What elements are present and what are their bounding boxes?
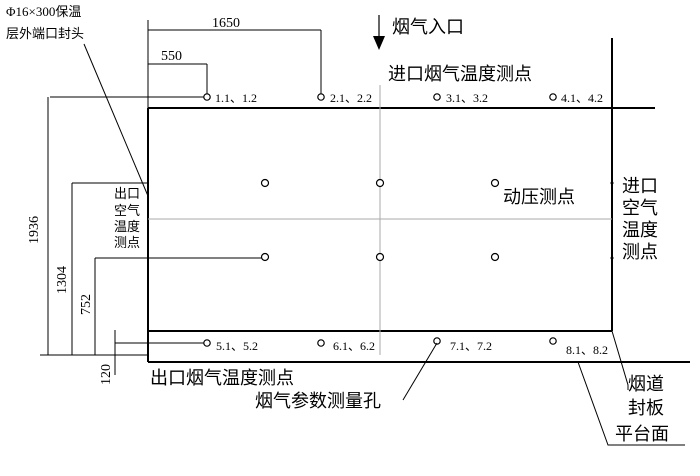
outlet-air-temp-char-3: 温度 — [114, 219, 140, 234]
bottom-hole-3 — [433, 337, 441, 345]
end-plate-line-2: 封板 — [628, 398, 664, 418]
bottom-hole-4 — [549, 337, 557, 345]
outlet-air-temp-label: 出口 空气 温度 测点 — [114, 186, 140, 250]
inlet-air-temp-char-3: 温度 — [622, 220, 658, 240]
flue-end-plate-callout: 烟道 封板 — [611, 330, 664, 418]
dimension-752: 752 — [79, 257, 263, 355]
bottom-point-label-1: 5.1、5.2 — [216, 339, 258, 353]
dimension-1650: 1650 — [147, 16, 322, 108]
dp-hole-4 — [260, 252, 270, 262]
inlet-air-temp-label: 进口 空气 温度 测点 — [610, 176, 658, 262]
bottom-hole-1 — [203, 339, 211, 347]
dim-1650-label: 1650 — [212, 16, 240, 31]
platform-label: 平台面 — [615, 424, 669, 444]
dynamic-pressure-holes: 动压测点 — [260, 178, 575, 262]
top-hole-2 — [317, 93, 325, 101]
top-point-label-3: 3.1、3.2 — [446, 91, 488, 105]
dp-hole-3 — [490, 178, 500, 188]
top-point-label-2: 2.1、2.2 — [330, 91, 372, 105]
top-hole-1 — [203, 93, 211, 101]
inlet-air-temp-char-1: 进口 — [622, 176, 658, 196]
top-hole-3 — [433, 93, 441, 101]
duct-body — [147, 38, 690, 363]
note-line-1: Φ16×300保温 — [6, 4, 81, 19]
dp-hole-1 — [260, 178, 270, 188]
dp-hole-6 — [490, 252, 500, 262]
dim-1936-label: 1936 — [27, 216, 42, 244]
outlet-air-temp-char-2: 空气 — [114, 203, 140, 218]
inlet-air-temp-char-4: 测点 — [622, 242, 658, 262]
outlet-air-temp-char-4: 测点 — [114, 235, 140, 250]
inlet-air-temp-char-2: 空气 — [622, 198, 658, 218]
dynamic-pressure-label: 动压测点 — [503, 187, 575, 207]
dim-752-label: 752 — [79, 294, 94, 315]
dim-120-label: 120 — [99, 364, 114, 385]
top-temp-points: 1.1、1.2 2.1、2.2 3.1、3.2 4.1、4.2 — [203, 91, 603, 105]
platform-callout: 平台面 — [577, 361, 685, 446]
note-line-2: 层外端口封头 — [6, 26, 84, 41]
flue-gas-inlet-arrow: 烟气入口 — [373, 15, 464, 50]
outlet-temp-points-title: 出口烟气温度测点 — [150, 368, 294, 388]
end-plate-line-1: 烟道 — [628, 374, 664, 394]
dp-hole-2 — [375, 178, 385, 188]
dimension-1304: 1304 — [55, 182, 148, 355]
dim-550-label: 550 — [161, 49, 182, 64]
flue-param-holes-callout: 烟气参数测量孔 — [255, 342, 438, 411]
flue-gas-inlet-label: 烟气入口 — [392, 17, 464, 37]
bottom-point-label-3: 7.1、7.2 — [450, 339, 492, 353]
top-left-note: Φ16×300保温 层外端口封头 — [6, 4, 149, 197]
dimension-550: 550 — [148, 49, 208, 95]
dp-hole-5 — [375, 252, 385, 262]
dimension-120: 120 — [99, 330, 207, 385]
bottom-hole-2 — [317, 339, 325, 347]
flue-param-holes-label: 烟气参数测量孔 — [255, 391, 381, 411]
bottom-point-label-2: 6.1、6.2 — [333, 339, 375, 353]
outlet-air-temp-char-1: 出口 — [114, 186, 140, 201]
top-point-label-4: 4.1、4.2 — [561, 91, 603, 105]
bottom-point-label-4: 8.1、8.2 — [566, 343, 608, 357]
top-point-label-1: 1.1、1.2 — [215, 91, 257, 105]
bottom-temp-points: 5.1、5.2 6.1、6.2 7.1、7.2 8.1、8.2 — [203, 337, 608, 357]
dim-1304-label: 1304 — [55, 266, 70, 294]
inlet-temp-points-title: 进口烟气温度测点 — [388, 64, 532, 84]
top-hole-4 — [549, 93, 557, 101]
dimension-1936: 1936 — [27, 96, 207, 355]
